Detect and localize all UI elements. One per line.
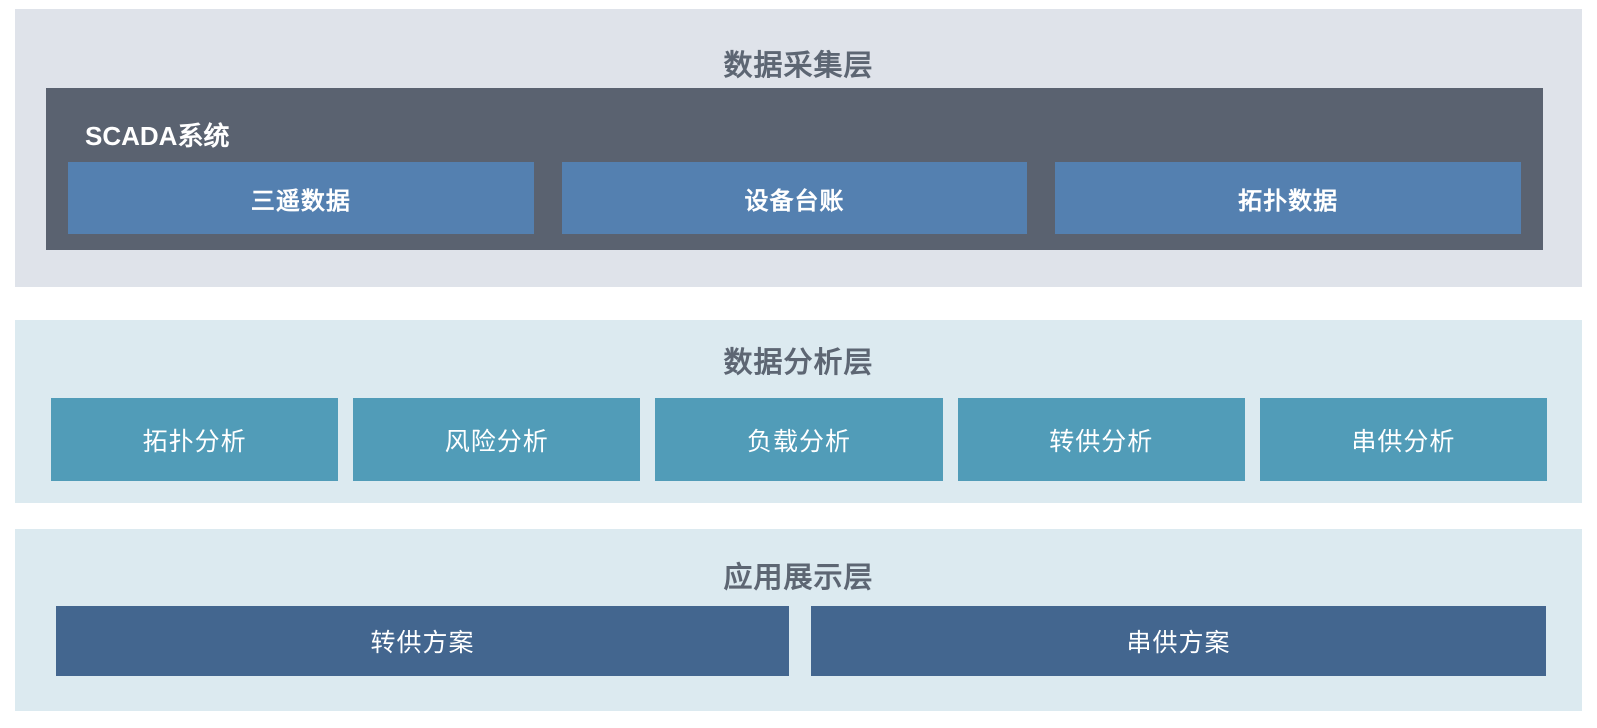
scada-item-topology-data[interactable]: 拓扑数据: [1055, 162, 1522, 234]
scada-item-telemetry-data[interactable]: 三遥数据: [68, 162, 534, 234]
layer-title-data-acquisition: 数据采集层: [723, 50, 874, 82]
layer-title-data-analysis: 数据分析层: [723, 347, 874, 379]
application-item-transfer-supply-plan[interactable]: 转供方案: [56, 606, 789, 676]
analysis-item-transfer-supply[interactable]: 转供分析: [957, 398, 1245, 481]
application-item-series-supply-plan[interactable]: 串供方案: [811, 606, 1546, 676]
analysis-item-load[interactable]: 负载分析: [655, 398, 943, 481]
analysis-item-risk[interactable]: 风险分析: [353, 398, 641, 481]
layer-data-analysis: 数据分析层 拓扑分析 风险分析 负载分析 转供分析 串供分析: [15, 320, 1582, 503]
analysis-item-series-supply[interactable]: 串供分析: [1259, 398, 1548, 481]
layer-application-presentation: 应用展示层 转供方案 串供方案: [15, 529, 1582, 711]
application-item-list: 转供方案 串供方案: [56, 606, 1546, 676]
scada-system-label: SCADA系统: [85, 121, 230, 151]
analysis-item-list: 拓扑分析 风险分析 负载分析 转供分析 串供分析: [51, 398, 1548, 481]
layer-title-application-presentation: 应用展示层: [723, 562, 874, 594]
scada-item-list: 三遥数据 设备台账 拓扑数据: [68, 162, 1522, 234]
scada-system-container: SCADA系统 三遥数据 设备台账 拓扑数据: [46, 88, 1543, 250]
scada-item-equipment-ledger[interactable]: 设备台账: [561, 162, 1028, 234]
analysis-item-topology[interactable]: 拓扑分析: [51, 398, 339, 481]
layer-data-acquisition: 数据采集层 SCADA系统 三遥数据 设备台账 拓扑数据: [15, 9, 1582, 287]
